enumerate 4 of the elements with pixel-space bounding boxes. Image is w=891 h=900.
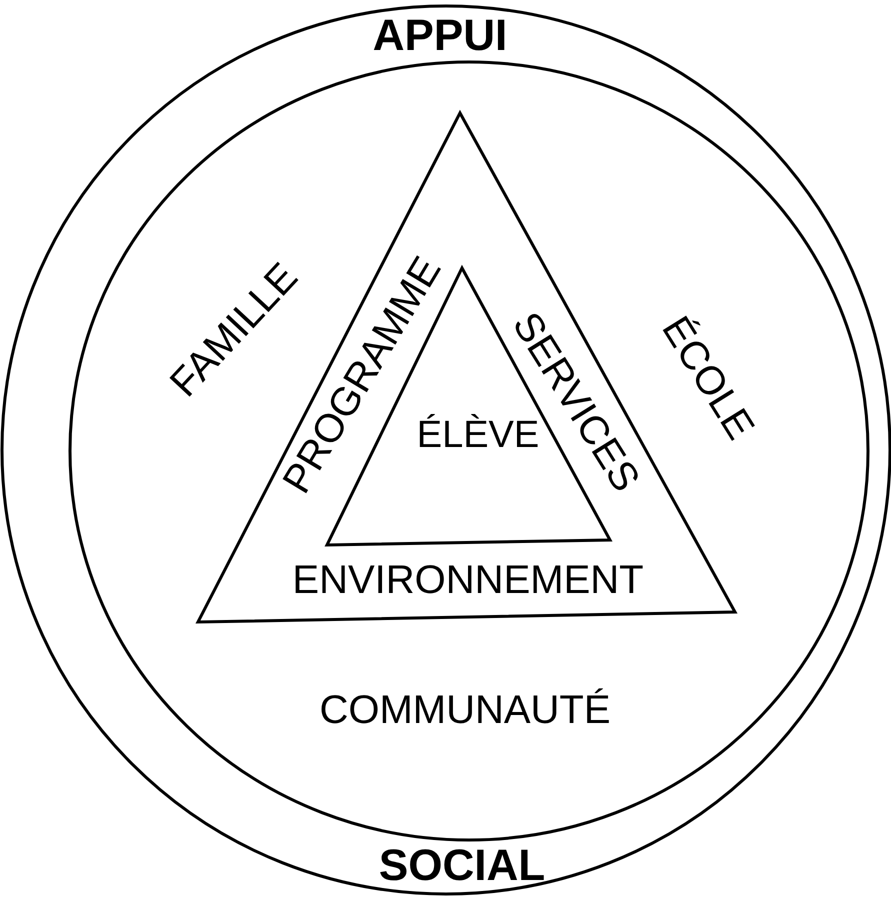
region-label: SOCIAL: [378, 844, 546, 888]
region-label: APPUI: [372, 14, 508, 58]
region-label: ENVIRONNEMENT: [292, 560, 644, 600]
region-label: COMMUNAUTÉ: [319, 690, 611, 730]
